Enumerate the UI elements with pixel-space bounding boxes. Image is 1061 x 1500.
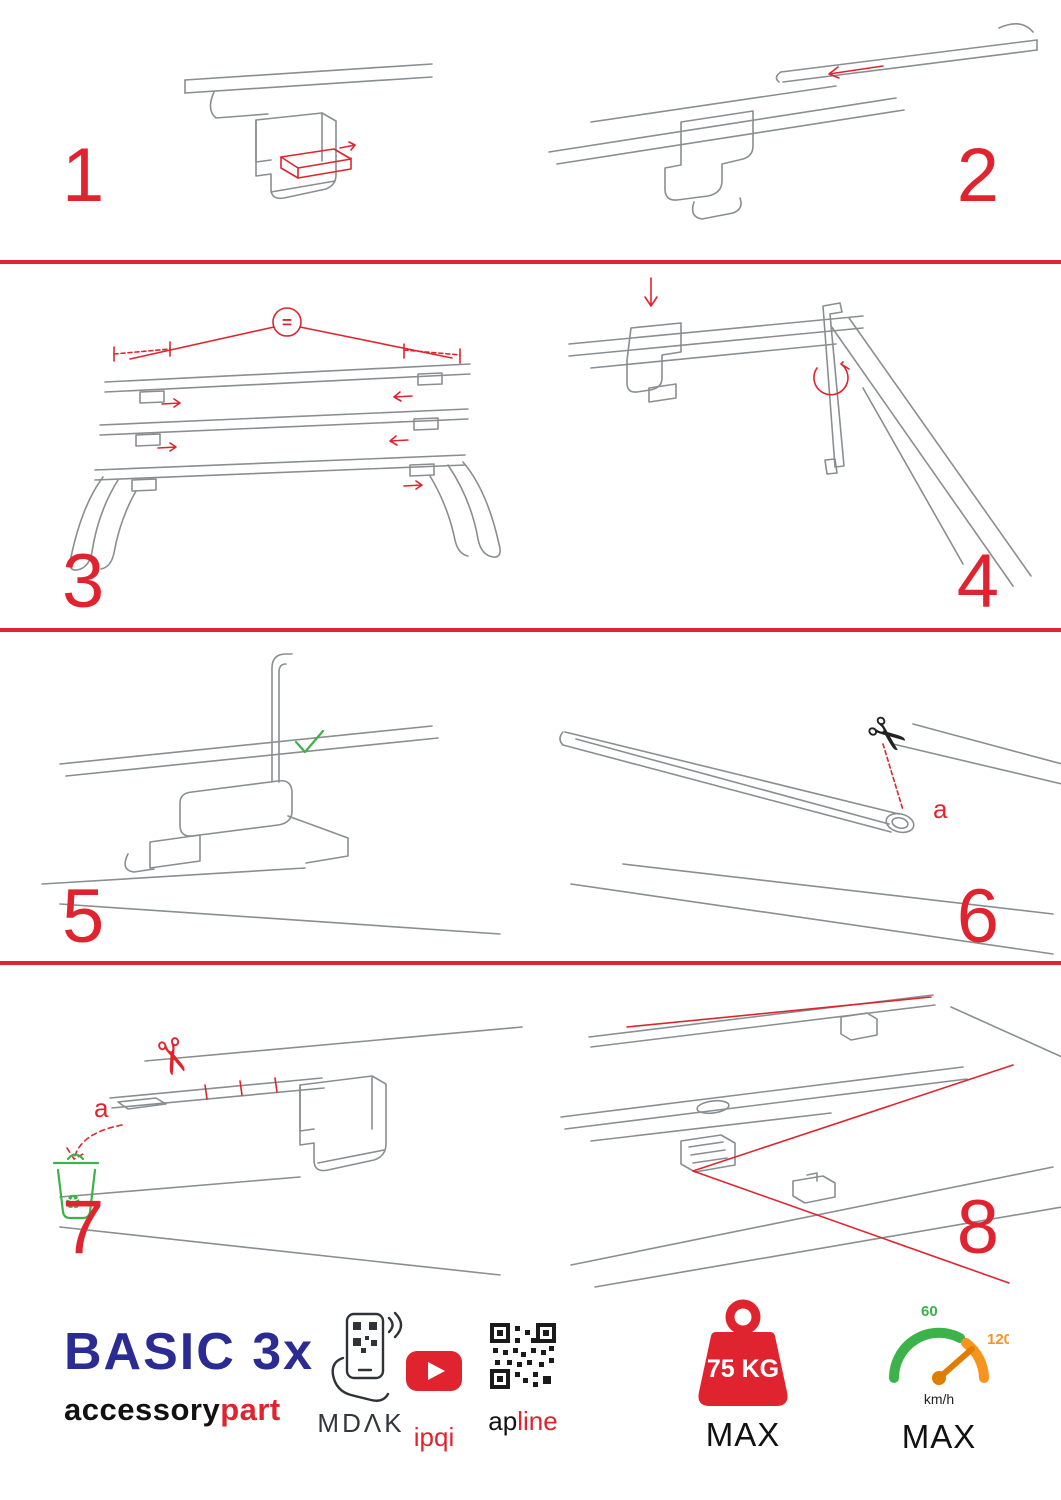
step-6-number: 6 (956, 874, 999, 959)
step-1-pad-highlight (280, 141, 356, 179)
scissors-icon: ✂ (140, 1030, 203, 1085)
step-4-panel: 4 (531, 264, 1061, 628)
phone-scan-icon (331, 1311, 403, 1402)
qr-label-black: ap (488, 1406, 518, 1436)
row-steps-1-2: 1 (0, 0, 1061, 260)
brand-block: BASIC 3x accessorypart (64, 1326, 314, 1428)
step-5-panel: 5 (0, 632, 531, 961)
recycle-icon: ♻ (64, 1192, 82, 1214)
step-4-illustration (567, 277, 1032, 587)
step-3-number: 3 (62, 539, 105, 624)
qr-label-red: line (517, 1406, 558, 1436)
step-3-panel: 3 (0, 264, 531, 628)
step-2-illustration (547, 23, 1038, 220)
equal-spacing-label: = (282, 313, 292, 332)
equal-badge (272, 307, 302, 337)
scissors-icon: ✂ (854, 703, 918, 770)
speedometer-icon: 60 120 km/h (888, 1303, 1009, 1407)
speed-max-label: MAX (901, 1418, 977, 1455)
brand-wordmark-black: accessory (64, 1392, 221, 1427)
youtube-icon (406, 1351, 462, 1391)
speed-unit-label: km/h (924, 1391, 954, 1407)
brand-wordmark: accessorypart (64, 1392, 314, 1428)
step-5-number: 5 (62, 874, 105, 959)
step-4-number: 4 (956, 539, 999, 624)
video-block: ipqi (404, 1350, 464, 1453)
step-3-illustration: = (69, 307, 501, 571)
step-7-illustration: ✂ a ♻ (52, 1026, 523, 1276)
row-steps-3-4: 3 (0, 264, 1061, 628)
speed-limit-block: 60 120 km/h MAX (864, 1298, 1014, 1456)
step-8-panel: 8 (531, 965, 1061, 1290)
step-8-number: 8 (956, 1185, 999, 1270)
row-steps-5-6: 5 6 (0, 632, 1061, 961)
step-5-illustration (41, 653, 501, 935)
step-7-number: 7 (62, 1185, 105, 1270)
step-6-panel: 6 ✂ a (531, 632, 1061, 961)
step-6-part-label: a (933, 794, 948, 824)
step-7-panel: 7 ✂ a (0, 965, 531, 1290)
step-2-panel: 2 (531, 0, 1061, 260)
weight-limit-block: 75 KG MAX (668, 1296, 818, 1454)
step-1-number: 1 (62, 133, 105, 218)
app-label: MDΛK (317, 1408, 405, 1438)
brand-wordmark-red: part (220, 1392, 281, 1427)
weight-value: 75 KG (707, 1355, 779, 1383)
row-steps-7-8: 7 ✂ a (0, 965, 1061, 1290)
trash-icon (52, 1153, 100, 1220)
section-divider-2 (0, 628, 1061, 632)
section-divider-1 (0, 260, 1061, 264)
step-1-panel: 1 (0, 0, 531, 260)
step-6-illustration: ✂ a (558, 703, 1061, 955)
app-scan-block: MDΛK (306, 1308, 416, 1439)
cut-line (881, 743, 904, 811)
speed-high-label: 120 (987, 1331, 1009, 1348)
qr-code (490, 1323, 556, 1389)
footer: BASIC 3x accessorypart MDΛK (0, 1290, 1061, 1496)
insert-arrow (643, 277, 658, 307)
check-icon (294, 729, 325, 754)
step-7-part-label: a (94, 1093, 109, 1123)
rotate-arrow (812, 361, 850, 396)
qr-block: apline (486, 1322, 560, 1437)
step-2-number: 2 (956, 133, 999, 218)
weight-icon: 75 KG (698, 1299, 788, 1406)
product-name: BASIC 3x (64, 1323, 315, 1381)
section-divider-3 (0, 961, 1061, 965)
weight-max-label: MAX (705, 1416, 781, 1453)
cut-marks (204, 1077, 278, 1100)
alignment-lines (625, 996, 1014, 1284)
video-label: ipqi (413, 1422, 455, 1452)
speed-low-label: 60 (921, 1303, 938, 1320)
step-8-illustration (559, 994, 1061, 1288)
step-2-slide-arrow (827, 65, 884, 79)
qr-label: apline (486, 1406, 560, 1437)
step-1-illustration (184, 63, 433, 200)
